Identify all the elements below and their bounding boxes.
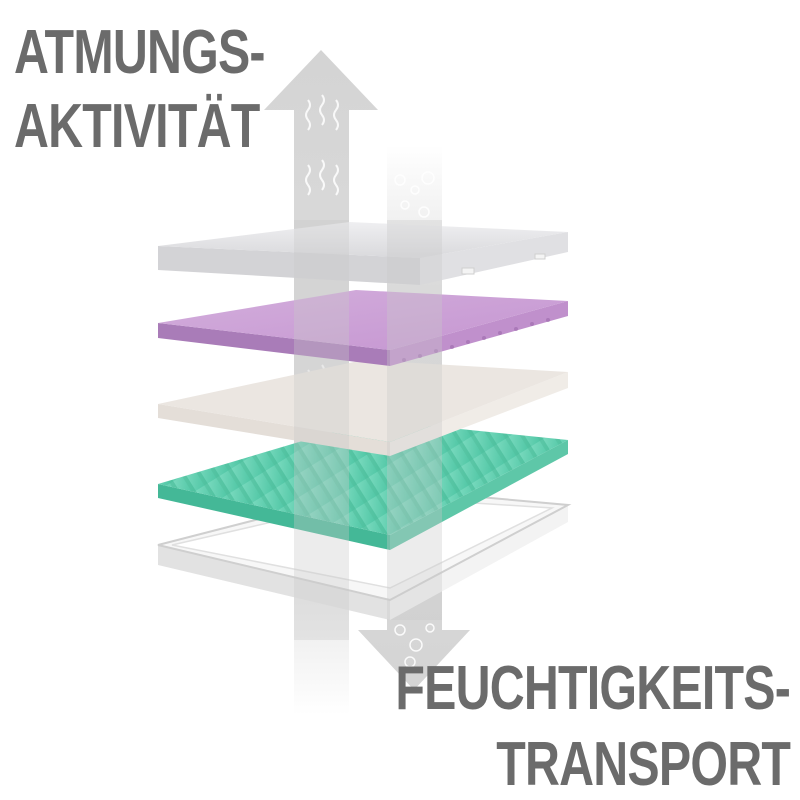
breathability-label-line-2: AKTIVITÄT bbox=[14, 92, 260, 161]
moisture-transport-label: FEUCHTIGKEITS- TRANSPORT bbox=[395, 654, 791, 799]
layer-lavender bbox=[158, 290, 568, 366]
layer-cover-top bbox=[158, 222, 568, 285]
arrow-overlay bbox=[294, 220, 442, 640]
moisture-transport-label-line-2: TRANSPORT bbox=[496, 730, 791, 799]
layer-cream bbox=[158, 360, 568, 456]
breathability-label: ATMUNGS- AKTIVITÄT bbox=[14, 18, 266, 161]
breathability-label-line-1: ATMUNGS- bbox=[14, 18, 266, 87]
moisture-transport-label-line-1: FEUCHTIGKEITS- bbox=[395, 654, 791, 723]
layer-mint-ribbed bbox=[158, 420, 568, 550]
